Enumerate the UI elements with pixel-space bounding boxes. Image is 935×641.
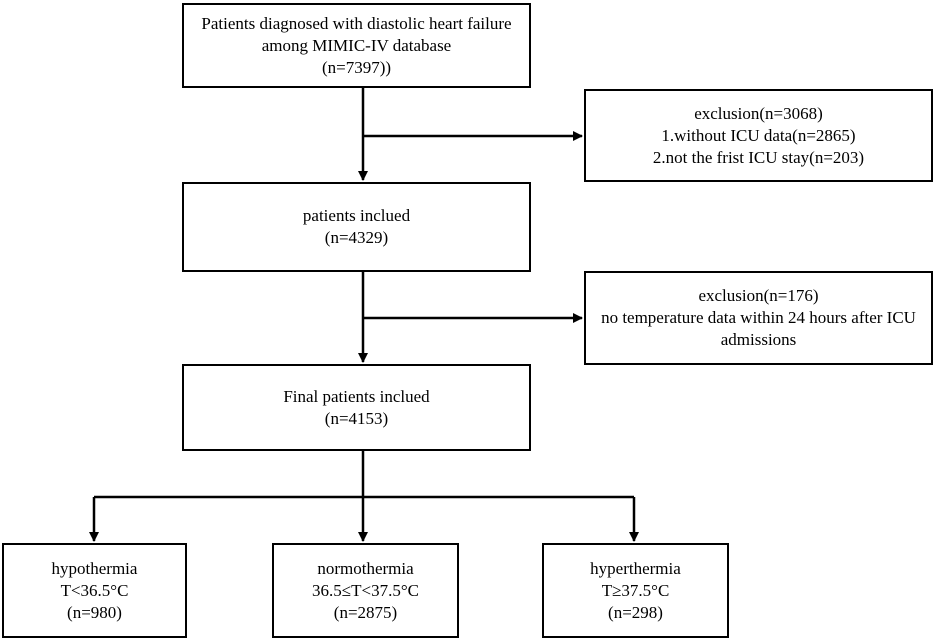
final-line-2: (n=4153) [324,408,389,428]
hypothermia-label: hypothermia [51,558,138,578]
included-line-1: patients inclued [302,206,411,225]
start-line-3: (n=7397)) [321,57,392,77]
final-box: Final patients inclued (n=4153) [182,364,531,451]
hyperthermia-range: T≥37.5°C [601,580,670,600]
final-line-1: Final patients inclued [283,386,430,406]
exclusion2-box: exclusion(n=176) no temperature data wit… [584,271,933,365]
normothermia-count: (n=2875) [333,602,398,622]
hyperthermia-count: (n=298) [608,602,663,622]
exclusion2-line-3: admissions [720,330,797,349]
included-line-2: (n=4329) [324,228,389,247]
exclusion1-line-1: exclusion(n=3068) [694,103,823,123]
exclusion1-line-3: 2.not the frist ICU stay(n=203) [652,147,865,167]
exclusion2-line-1: exclusion(n=176) [698,286,819,305]
hyperthermia-box: hyperthermia T≥37.5°C (n=298) [542,543,729,638]
normothermia-range: 36.5≤T<37.5°C [312,580,419,600]
normothermia-box: normothermia 36.5≤T<37.5°C (n=2875) [272,543,459,638]
exclusion1-box: exclusion(n=3068) 1.without ICU data(n=2… [584,89,933,182]
start-line-2: among MIMIC-IV database [261,35,452,55]
hypothermia-box: hypothermia T<36.5°C (n=980) [2,543,187,638]
hypothermia-range: T<36.5°C [60,580,129,600]
start-line-1: Patients diagnosed with diastolic heart … [201,13,512,33]
included-box: patients inclued (n=4329) [182,182,531,272]
hypothermia-count: (n=980) [67,602,122,622]
exclusion2-line-2: no temperature data within 24 hours afte… [601,308,916,327]
normothermia-label: normothermia [317,558,414,578]
hyperthermia-label: hyperthermia [590,558,681,578]
exclusion1-line-2: 1.without ICU data(n=2865) [661,125,856,145]
start-box: Patients diagnosed with diastolic heart … [182,3,531,88]
